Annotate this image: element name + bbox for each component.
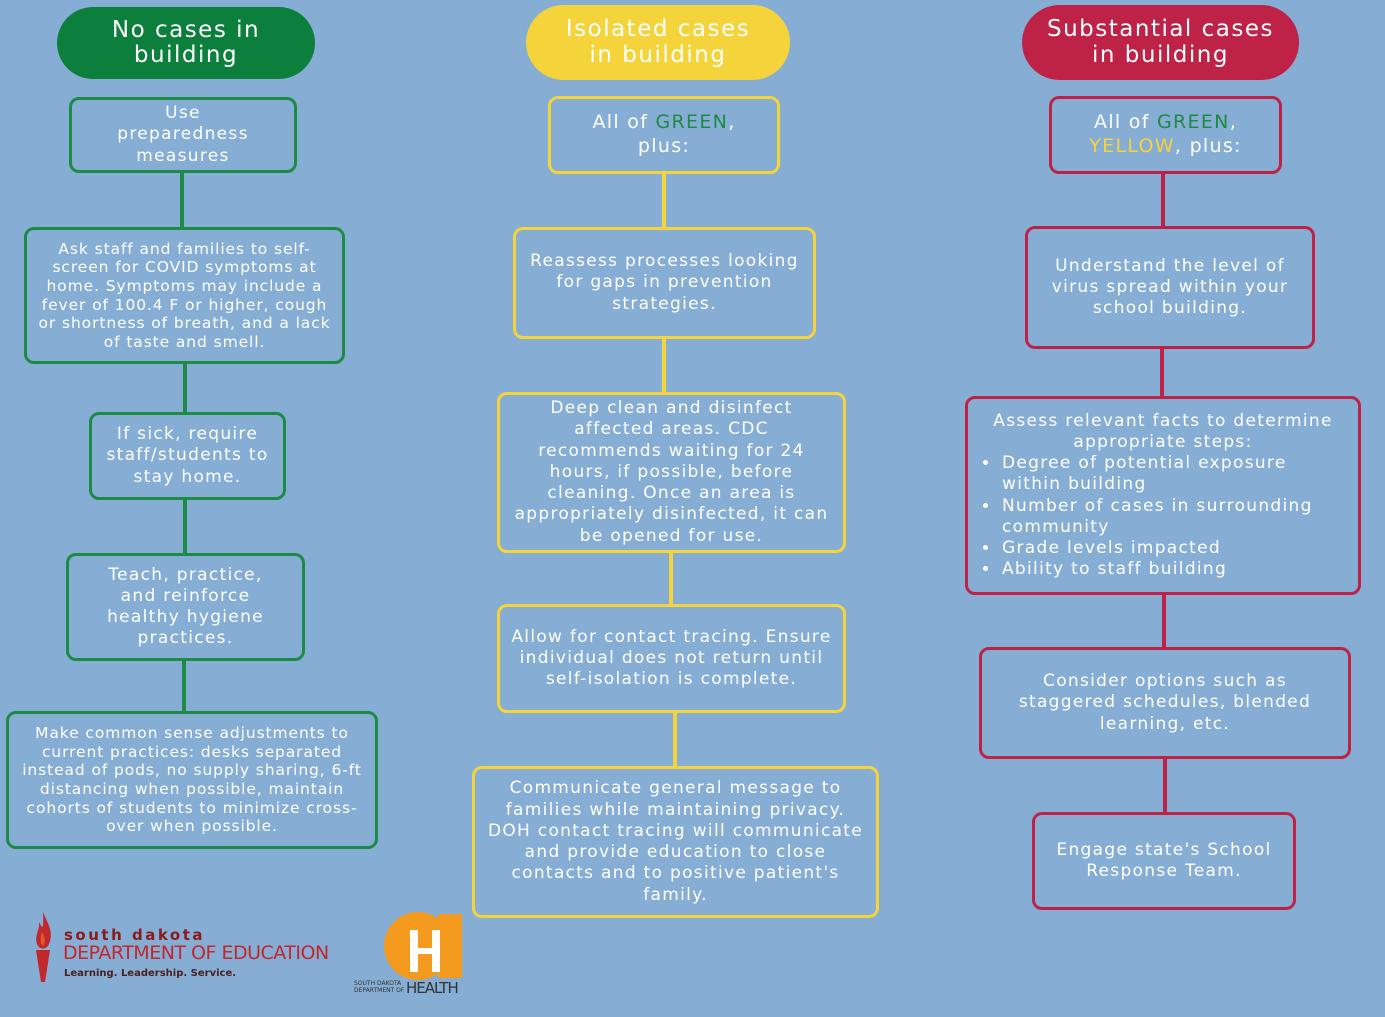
text-segment: All of (1093, 111, 1158, 134)
connector (183, 362, 187, 414)
connector (662, 173, 666, 228)
assess-bullet-list: Degree of potential exposure within buil… (978, 453, 1348, 581)
health-logo-word: HEALTH (406, 979, 459, 997)
step-self-screen: Ask staff and families to self-screen fo… (24, 227, 345, 364)
step-text: Assess relevant facts to determine appro… (993, 410, 1333, 452)
step-text: All of GREEN, YELLOW, plus: (1076, 111, 1256, 159)
step-text: Deep clean and disinfect affected areas.… (514, 398, 829, 546)
step-text: Use preparedness measures (117, 103, 249, 166)
connector (180, 172, 184, 228)
text-segment: , plus: (637, 111, 736, 157)
step-assess-facts: Assess relevant facts to determine appro… (965, 396, 1361, 595)
step-text: Engage state's School Response Team. (1056, 839, 1272, 881)
keyword-green: GREEN (1157, 111, 1230, 134)
step-text: Allow for contact tracing. Ensure indivi… (511, 626, 832, 690)
step-text: Make common sense adjustments to current… (22, 724, 362, 836)
text-segment: , (1229, 111, 1238, 134)
header-line: in building (589, 41, 727, 68)
health-h-icon (384, 912, 462, 980)
step-text: Understand the level of virus spread wit… (1051, 255, 1289, 319)
connector (673, 712, 677, 768)
header-line: in building (1092, 41, 1229, 68)
step-contact-tracing: Allow for contact tracing. Ensure indivi… (497, 604, 846, 713)
connector (662, 338, 666, 393)
bullet-item: Degree of potential exposure within buil… (1000, 453, 1348, 496)
connector (669, 552, 673, 606)
connector (183, 499, 187, 554)
header-line: Isolated cases (565, 16, 751, 43)
step-understand-spread: Understand the level of virus spread wit… (1025, 226, 1315, 349)
header-line: Substantial cases (1046, 16, 1274, 43)
connector (1162, 593, 1166, 649)
bullet-item: Grade levels impacted (1000, 538, 1348, 559)
step-text: Communicate general message to families … (487, 778, 864, 905)
connector (1160, 348, 1164, 398)
education-logo-line1: south dakota (64, 926, 206, 944)
step-reassess: Reassess processes looking for gaps in p… (513, 227, 816, 339)
education-logo-line2: DEPARTMENT OF EDUCATION (63, 942, 329, 964)
torch-icon (36, 912, 51, 982)
health-logo: SOUTH DAKOTA DEPARTMENT OF HEALTH (354, 908, 469, 1000)
health-logo-small-text: SOUTH DAKOTA DEPARTMENT OF (354, 980, 404, 994)
bullet-item: Number of cases in surrounding community (1000, 496, 1348, 539)
header-line: No cases in (111, 16, 261, 43)
header-line: building (133, 42, 239, 68)
step-communicate: Communicate general message to families … (472, 766, 879, 918)
step-stay-home: If sick, require staff/students to stay … (89, 412, 286, 500)
step-all-of-green: All of GREEN, plus: (548, 96, 780, 174)
step-text: Teach, practice, and reinforce healthy h… (107, 564, 264, 649)
step-hygiene: Teach, practice, and reinforce healthy h… (66, 553, 305, 661)
step-text: Reassess processes looking for gaps in p… (530, 251, 799, 314)
step-deep-clean: Deep clean and disinfect affected areas.… (497, 392, 846, 553)
step-text: Consider options such as staggered sched… (1018, 671, 1312, 734)
keyword-green: GREEN (655, 111, 729, 134)
health-logo-line: SOUTH DAKOTA (354, 980, 402, 987)
connector (1161, 172, 1165, 228)
text-segment: All of (592, 111, 656, 134)
text-segment: , plus: (1174, 135, 1242, 157)
health-logo-line: DEPARTMENT OF (354, 987, 405, 994)
bullet-item: Ability to staff building (1000, 559, 1348, 580)
step-text: If sick, require staff/students to stay … (106, 424, 269, 487)
step-text: All of GREEN, plus: (579, 111, 749, 159)
step-consider-options: Consider options such as staggered sched… (979, 647, 1351, 759)
step-engage-team: Engage state's School Response Team. (1032, 812, 1296, 910)
step-preparedness: Use preparedness measures (69, 97, 297, 173)
step-adjustments: Make common sense adjustments to current… (6, 711, 378, 849)
connector (182, 661, 186, 713)
education-logo-tagline: Learning. Leadership. Service. (64, 968, 237, 979)
step-all-of-green-yellow: All of GREEN, YELLOW, plus: (1049, 96, 1282, 174)
keyword-yellow: YELLOW (1089, 135, 1175, 157)
connector (1163, 758, 1167, 814)
step-text: Ask staff and families to self-screen fo… (38, 239, 331, 351)
education-logo: south dakota DEPARTMENT OF EDUCATION Lea… (30, 908, 345, 988)
